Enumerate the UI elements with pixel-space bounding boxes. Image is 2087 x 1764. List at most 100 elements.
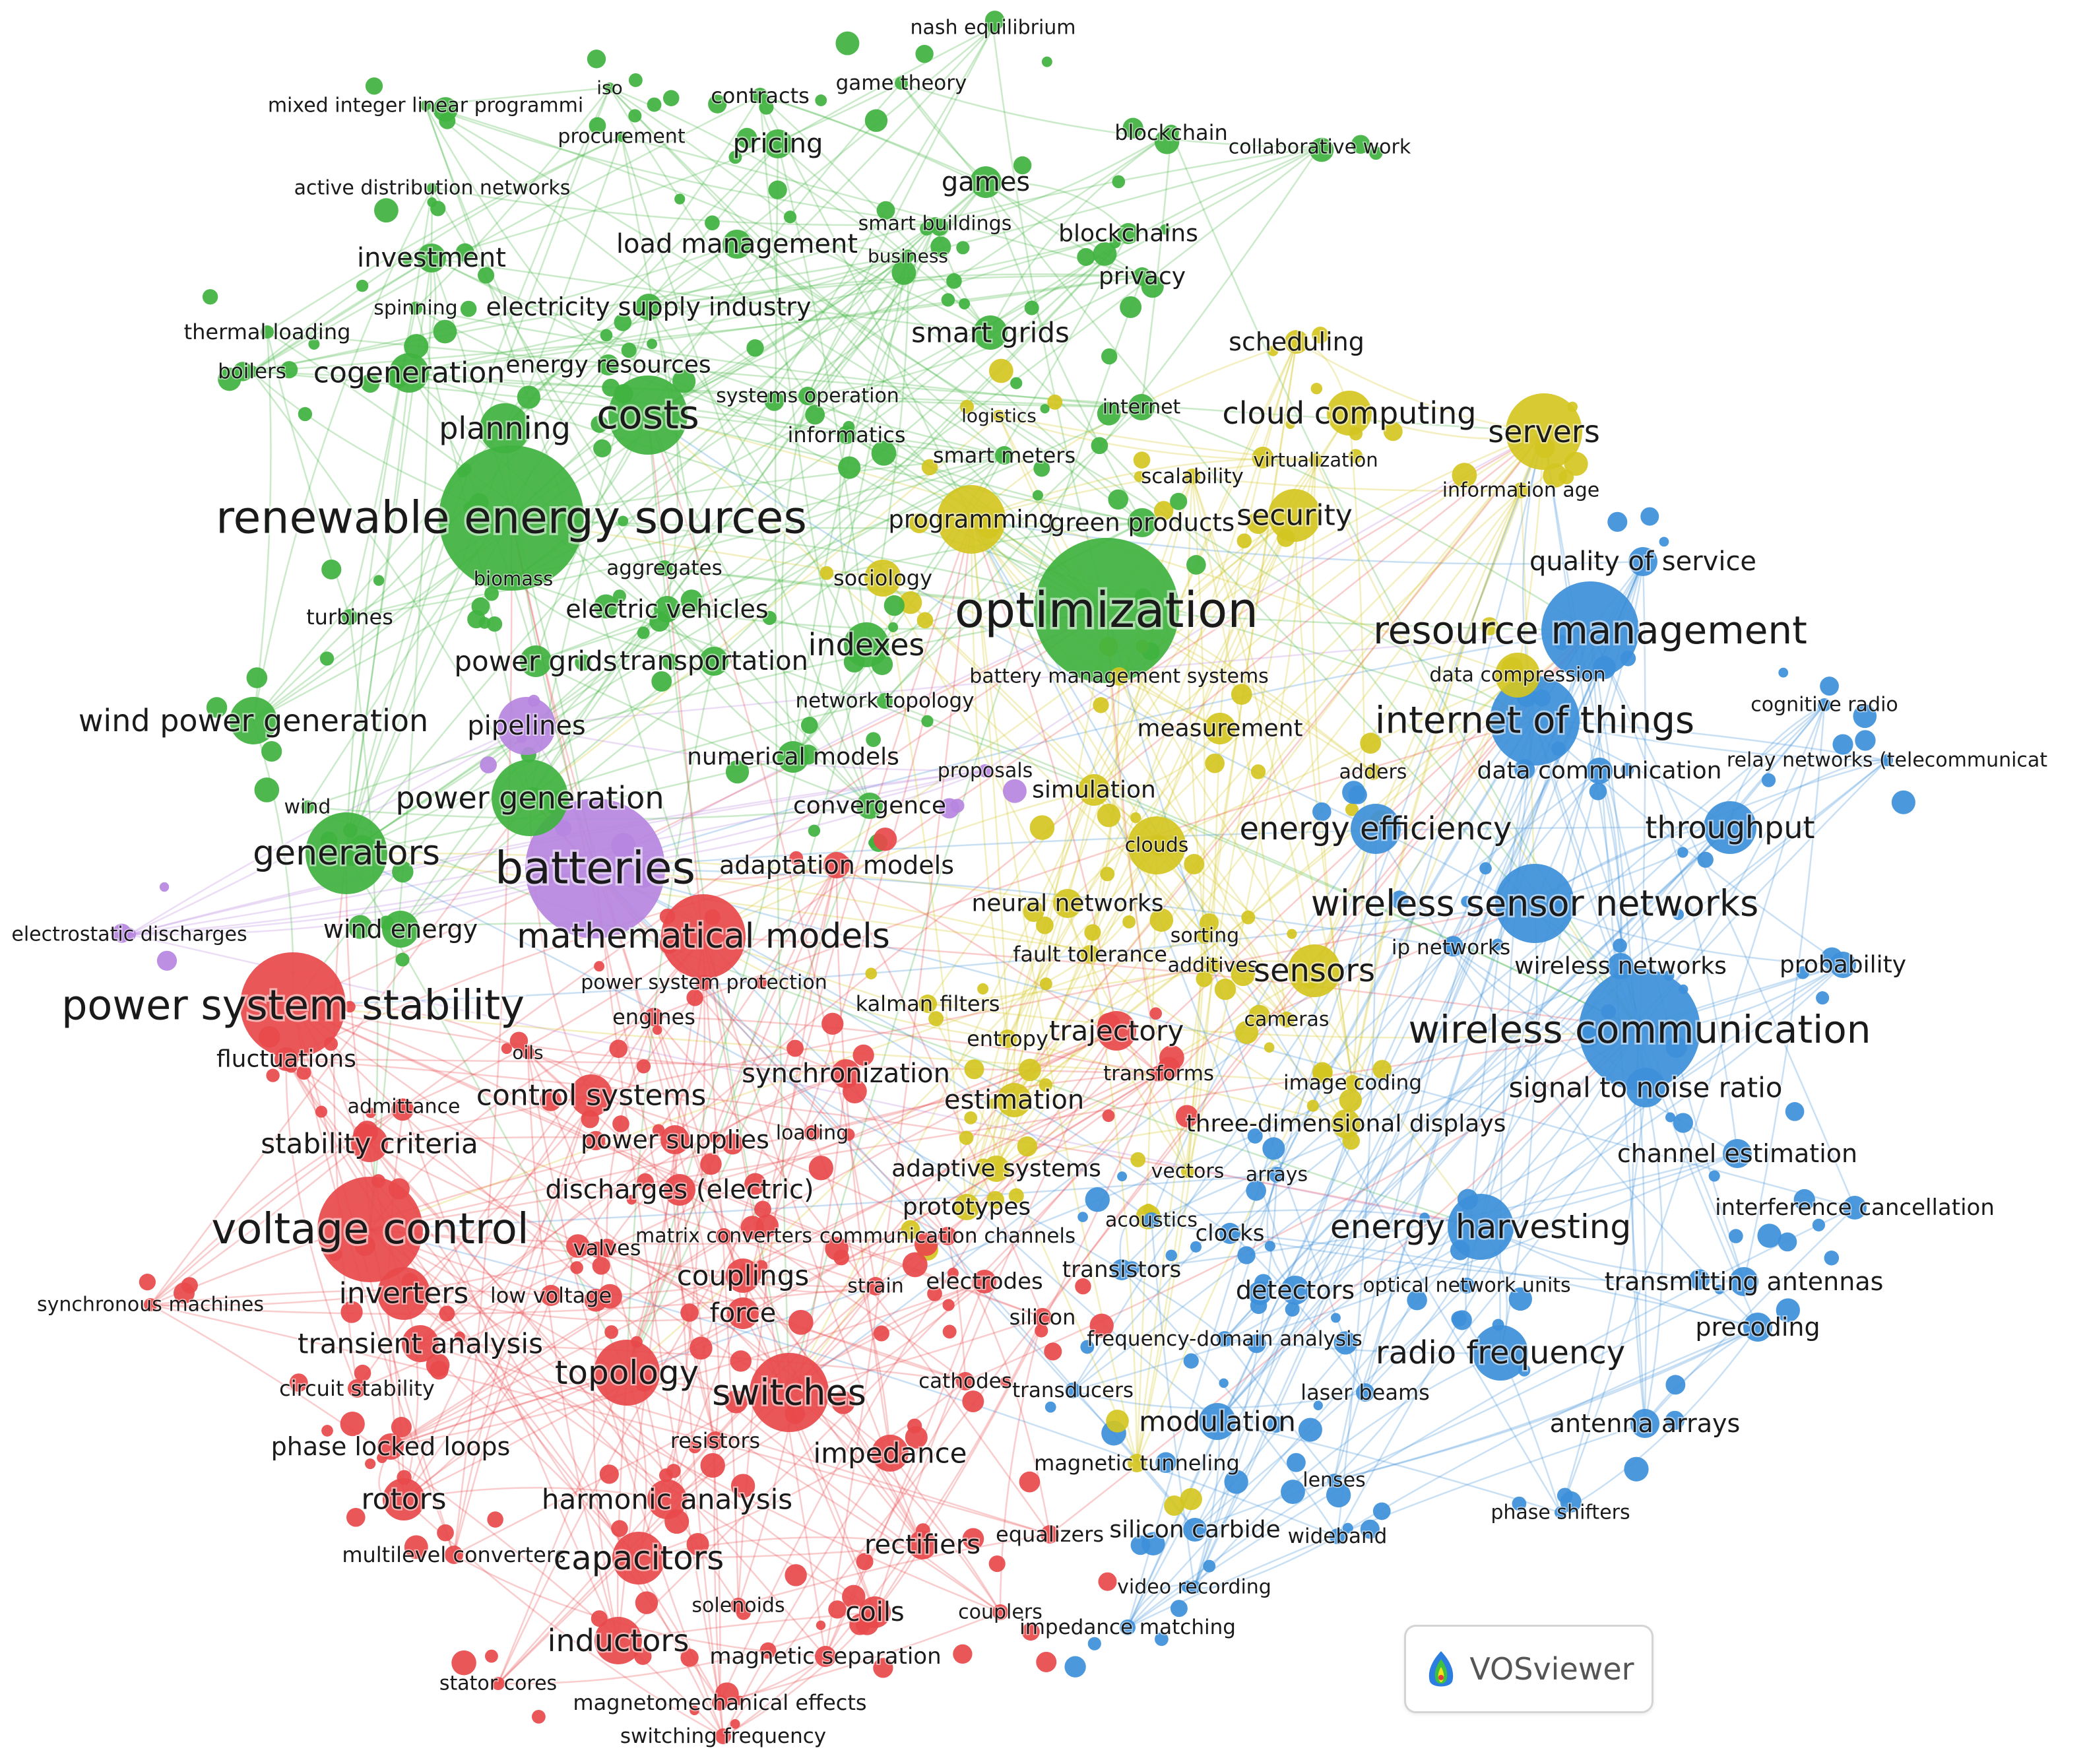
unlabeled-term-node[interactable] bbox=[1064, 1656, 1086, 1678]
term-node-loading[interactable] bbox=[804, 1125, 820, 1141]
unlabeled-term-node[interactable] bbox=[612, 1115, 629, 1132]
term-label-wideband[interactable]: wideband bbox=[1287, 1523, 1388, 1549]
term-node-rotors[interactable] bbox=[383, 1478, 425, 1520]
term-label-green-products[interactable]: green products bbox=[1048, 507, 1236, 539]
unlabeled-term-node[interactable] bbox=[819, 566, 834, 580]
term-node-synchronization[interactable] bbox=[831, 1059, 860, 1088]
term-label-nash-equilibrium[interactable]: nash equilibrium bbox=[909, 15, 1077, 40]
term-label-kalman-filters[interactable]: kalman filters bbox=[854, 990, 1001, 1017]
term-node-transforms[interactable] bbox=[1151, 1066, 1167, 1082]
term-label-adders[interactable]: adders bbox=[1338, 760, 1408, 785]
term-node-simulation[interactable] bbox=[1078, 774, 1110, 806]
term-label-servers[interactable]: servers bbox=[1487, 412, 1601, 451]
term-node-laser-beams[interactable] bbox=[1356, 1383, 1374, 1402]
term-node-wireless-sensor-networks[interactable] bbox=[1495, 864, 1574, 943]
unlabeled-term-node[interactable] bbox=[722, 1133, 744, 1155]
unlabeled-term-node[interactable] bbox=[1155, 1452, 1176, 1473]
unlabeled-term-node[interactable] bbox=[433, 97, 458, 122]
unlabeled-term-node[interactable] bbox=[1029, 815, 1055, 840]
unlabeled-term-node[interactable] bbox=[1098, 1572, 1117, 1591]
unlabeled-term-node[interactable] bbox=[246, 667, 268, 688]
unlabeled-term-node[interactable] bbox=[1159, 224, 1171, 235]
unlabeled-term-node[interactable] bbox=[651, 671, 672, 692]
term-label-virtualization[interactable]: virtualization bbox=[1252, 448, 1379, 473]
term-label-entropy[interactable]: entropy bbox=[966, 1025, 1050, 1052]
term-node-pipelines[interactable] bbox=[498, 697, 556, 755]
unlabeled-term-node[interactable] bbox=[1036, 1651, 1057, 1672]
term-node-wireless-communication[interactable] bbox=[1579, 969, 1700, 1090]
term-label-couplers[interactable]: couplers bbox=[957, 1600, 1044, 1625]
unlabeled-term-node[interactable] bbox=[1312, 327, 1329, 344]
unlabeled-term-node[interactable] bbox=[233, 362, 253, 381]
unlabeled-term-node[interactable] bbox=[373, 575, 385, 586]
term-node-phase-shifters[interactable] bbox=[1555, 1507, 1566, 1519]
term-label-pipelines[interactable]: pipelines bbox=[466, 709, 587, 742]
unlabeled-term-node[interactable] bbox=[876, 201, 895, 220]
term-node-numerical-models[interactable] bbox=[777, 741, 809, 773]
term-node-pricing[interactable] bbox=[763, 129, 792, 158]
term-label-acoustics[interactable]: acoustics bbox=[1104, 1208, 1198, 1233]
term-label-admittance[interactable]: admittance bbox=[346, 1094, 461, 1119]
unlabeled-term-node[interactable] bbox=[730, 1718, 740, 1729]
term-label-smart-grids[interactable]: smart grids bbox=[910, 315, 1071, 350]
unlabeled-term-node[interactable] bbox=[942, 1324, 957, 1339]
unlabeled-term-node[interactable] bbox=[1659, 537, 1669, 547]
unlabeled-term-node[interactable] bbox=[1089, 1313, 1114, 1338]
unlabeled-term-node[interactable] bbox=[1231, 962, 1256, 987]
unlabeled-term-node[interactable] bbox=[1010, 377, 1023, 389]
term-label-switching-frequency[interactable]: switching frequency bbox=[619, 1723, 827, 1749]
term-node-costs[interactable] bbox=[608, 376, 688, 455]
unlabeled-term-node[interactable] bbox=[586, 1130, 606, 1151]
term-label-magnetomechanical-effects[interactable]: magnetomechanical effects bbox=[572, 1689, 868, 1716]
term-label-fluctuations[interactable]: fluctuations bbox=[215, 1045, 358, 1074]
unlabeled-term-node[interactable] bbox=[454, 1331, 465, 1342]
term-label-transmitting-antennas[interactable]: transmitting antennas bbox=[1603, 1266, 1885, 1297]
unlabeled-term-node[interactable] bbox=[1019, 1471, 1041, 1493]
term-label-voltage-control[interactable]: voltage control bbox=[209, 1203, 531, 1256]
unlabeled-term-node[interactable] bbox=[1165, 1249, 1178, 1262]
unlabeled-term-node[interactable] bbox=[594, 961, 605, 972]
unlabeled-term-node[interactable] bbox=[755, 977, 767, 989]
term-node-energy-efficiency[interactable] bbox=[1351, 804, 1401, 854]
unlabeled-term-node[interactable] bbox=[1761, 773, 1776, 787]
term-label-scheduling[interactable]: scheduling bbox=[1227, 326, 1365, 358]
term-node-voltage-control[interactable] bbox=[317, 1177, 423, 1282]
unlabeled-term-node[interactable] bbox=[947, 1267, 959, 1279]
unlabeled-term-node[interactable] bbox=[988, 1098, 999, 1109]
unlabeled-term-node[interactable] bbox=[1248, 1004, 1271, 1027]
term-node-rectifiers[interactable] bbox=[908, 1530, 937, 1559]
unlabeled-term-node[interactable] bbox=[484, 586, 499, 601]
unlabeled-term-node[interactable] bbox=[1013, 156, 1032, 175]
unlabeled-term-node[interactable] bbox=[433, 319, 457, 344]
unlabeled-term-node[interactable] bbox=[1102, 1109, 1115, 1123]
unlabeled-term-node[interactable] bbox=[921, 715, 934, 727]
unlabeled-term-node[interactable] bbox=[672, 370, 696, 393]
term-label-rotors[interactable]: rotors bbox=[360, 1481, 448, 1517]
term-node-interference-cancellation[interactable] bbox=[1843, 1196, 1867, 1220]
unlabeled-term-node[interactable] bbox=[1021, 1622, 1040, 1641]
unlabeled-term-node[interactable] bbox=[986, 1191, 1004, 1209]
term-node-data-communication[interactable] bbox=[1586, 758, 1613, 784]
term-node-resistors[interactable] bbox=[706, 1431, 724, 1450]
unlabeled-term-node[interactable] bbox=[816, 1620, 826, 1631]
term-label-transportation[interactable]: transportation bbox=[618, 645, 810, 678]
unlabeled-term-node[interactable] bbox=[1130, 1152, 1146, 1167]
term-label-adaptation-models[interactable]: adaptation models bbox=[718, 849, 955, 881]
unlabeled-term-node[interactable] bbox=[366, 1107, 376, 1119]
term-node-blockchain[interactable] bbox=[1163, 125, 1179, 141]
unlabeled-term-node[interactable] bbox=[1033, 460, 1050, 477]
term-label-topology[interactable]: topology bbox=[553, 1352, 700, 1394]
term-label-wireless-sensor-networks[interactable]: wireless sensor networks bbox=[1309, 881, 1760, 926]
term-label-stator-cores[interactable]: stator cores bbox=[438, 1671, 558, 1696]
term-label-smart-buildings[interactable]: smart buildings bbox=[857, 211, 1013, 236]
unlabeled-term-node[interactable] bbox=[744, 1173, 767, 1195]
unlabeled-term-node[interactable] bbox=[1077, 247, 1095, 266]
term-node-inverters[interactable] bbox=[377, 1267, 430, 1320]
term-label-strain[interactable]: strain bbox=[847, 1274, 905, 1299]
unlabeled-term-node[interactable] bbox=[404, 1535, 428, 1559]
term-label-collaborative-work[interactable]: collaborative work bbox=[1227, 135, 1412, 160]
unlabeled-term-node[interactable] bbox=[946, 273, 962, 289]
unlabeled-term-node[interactable] bbox=[637, 1173, 654, 1191]
term-label-valves[interactable]: valves bbox=[572, 1234, 642, 1261]
unlabeled-term-node[interactable] bbox=[941, 293, 955, 307]
